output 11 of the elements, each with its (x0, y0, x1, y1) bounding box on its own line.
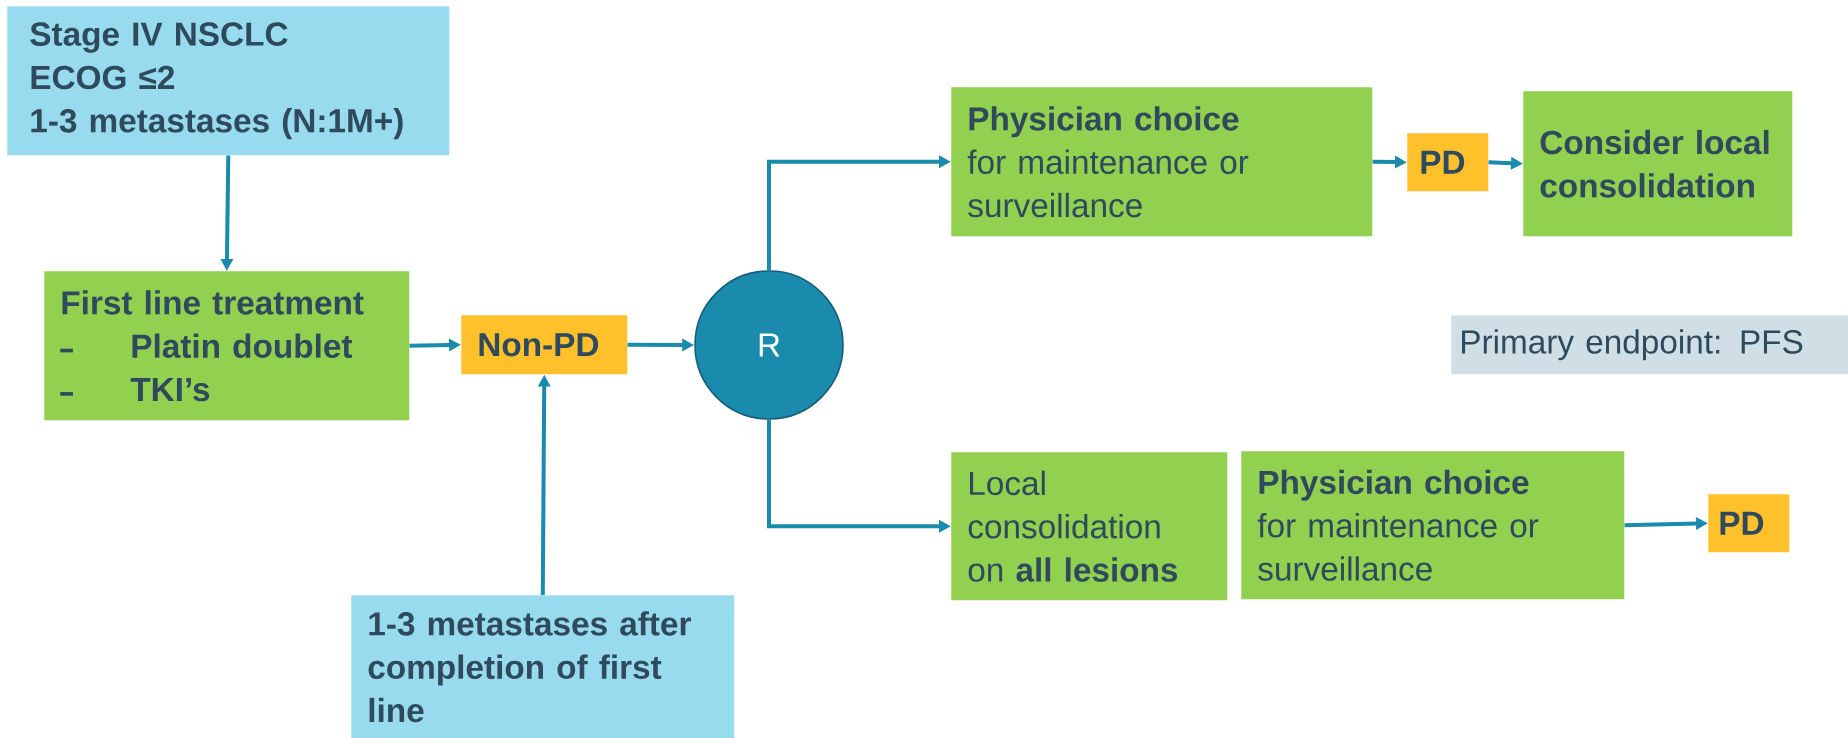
eligibility-box: Stage IV NSCLC ECOG ≤2 1-3 metastases (N:1M+) (7, 6, 450, 156)
eligibility-box: 1-3 metastases after completion of first line (351, 595, 735, 738)
treatment-box: Local consolidation on all lesions (951, 452, 1228, 601)
treatment-box: Physician choice for maintenance or surveillance (951, 87, 1373, 237)
status-box: PD (1708, 494, 1790, 553)
treatment-box: Consider local consolidation (1523, 91, 1793, 237)
treatment-box: First line treatment Platin doublet TKI’s (44, 271, 410, 421)
treatment-box: Physician choice for maintenance or surveillance (1241, 451, 1625, 600)
status-box: Non-PD (461, 315, 628, 375)
note-box: Primary endpoint: PFS (1451, 315, 1848, 375)
status-box: PD (1407, 133, 1489, 192)
